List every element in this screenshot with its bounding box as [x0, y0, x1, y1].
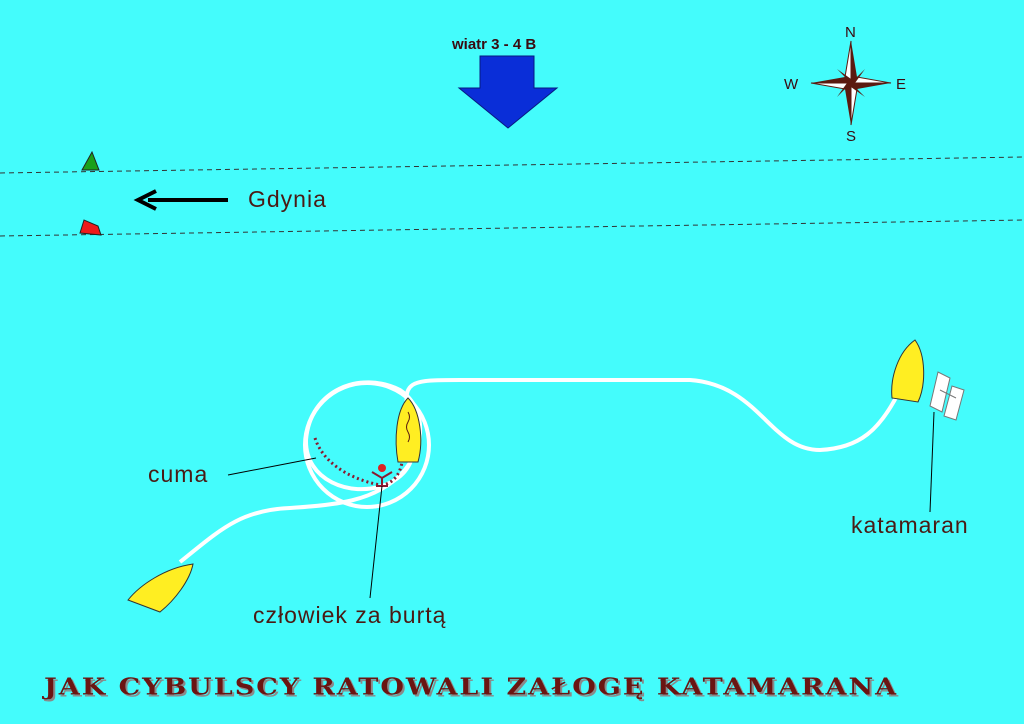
boat-track — [178, 378, 902, 564]
wind-arrow-icon — [457, 55, 559, 129]
mooring-rope — [313, 437, 404, 487]
catamaran-label: katamaran — [851, 512, 969, 538]
fairway-line-north — [0, 156, 1024, 174]
fairway-line-south — [0, 219, 1024, 237]
catamaran-icon — [929, 371, 965, 421]
yacht-rescue-icon — [395, 397, 422, 463]
compass-w: W — [784, 76, 799, 93]
compass-rose-icon — [810, 40, 892, 126]
compass-s: S — [846, 128, 857, 145]
gdynia-label: Gdynia — [248, 186, 327, 212]
wind-label: wiatr 3 - 4 B — [452, 36, 537, 53]
green-buoy-icon — [81, 150, 100, 171]
rope-label: cuma — [148, 461, 209, 487]
man-leader — [369, 485, 383, 599]
red-buoy-icon — [79, 219, 102, 236]
rescue-circle — [303, 381, 431, 509]
compass-e: E — [896, 76, 907, 93]
compass-n: N — [845, 24, 856, 41]
yacht-catamaran-side-icon — [891, 339, 925, 403]
catamaran-leader — [929, 411, 935, 513]
diagram-title: JAK CYBULSCY RATOWALI ZAŁOGĘ KATAMARANA — [44, 674, 899, 701]
rope-leader — [227, 457, 317, 476]
man-overboard-label: człowiek za burtą — [253, 602, 447, 628]
yacht-start-icon — [127, 563, 194, 613]
gdynia-arrow-icon — [133, 189, 228, 211]
